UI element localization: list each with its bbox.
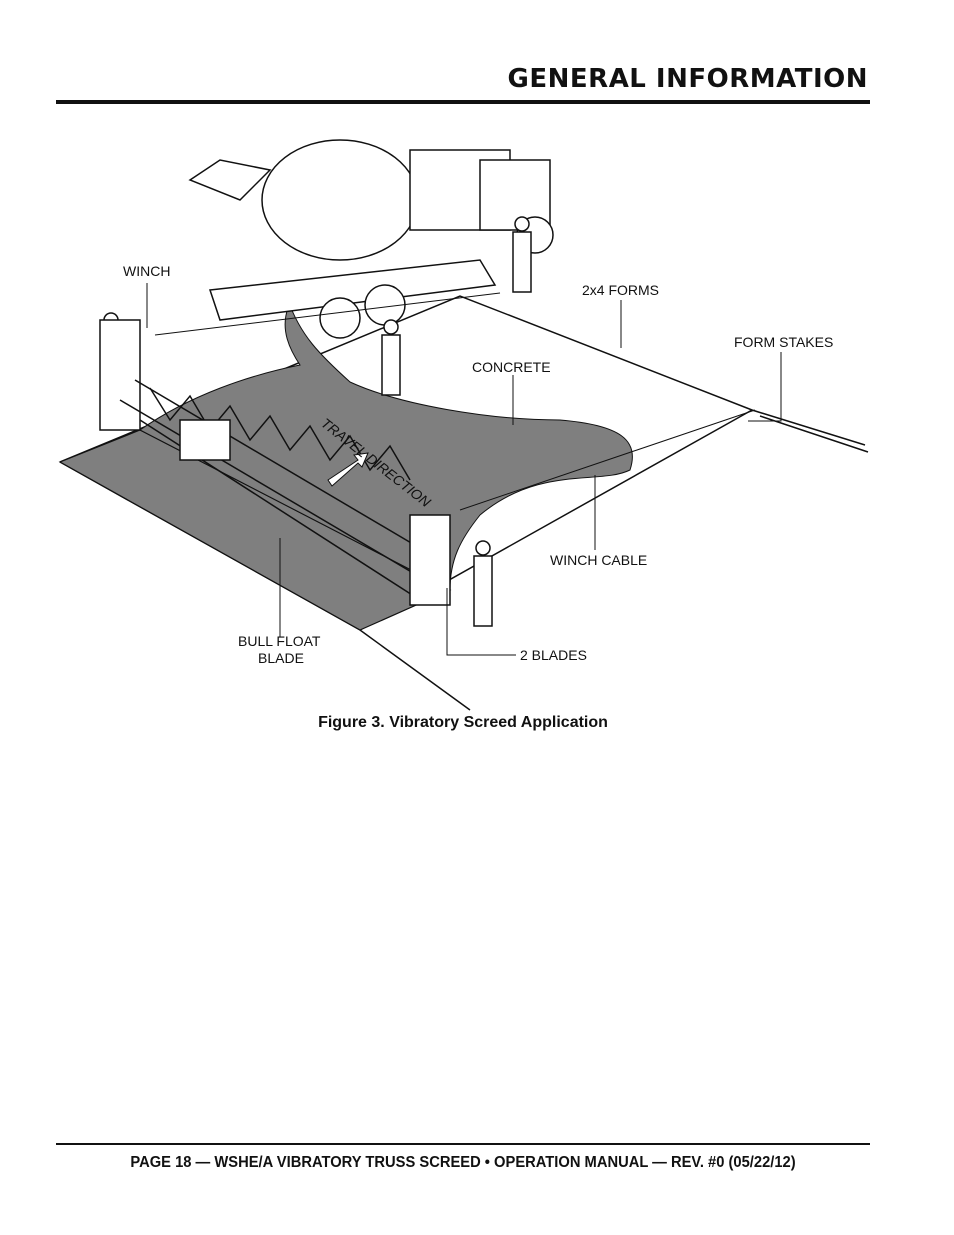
label-concrete: CONCRETE [472,359,551,375]
label-2-blades: 2 BLADES [520,647,587,663]
footer-rule [56,1143,870,1145]
label-bull-float-2: BLADE [258,650,304,666]
travel-direction-arrow [327,452,369,487]
label-winch: WINCH [123,263,170,279]
page-footer: PAGE 18 — WSHE/A VIBRATORY TRUSS SCREED … [130,1154,796,1171]
screed-illustration: TRAVEL DIRECTION WINCH 2x4 FORMS FORM ST… [58,139,869,711]
winch-cables [154,292,756,511]
screed-application-figure: TRAVEL DIRECTION WINCH 2x4 FORMS FORM ST… [40,120,920,720]
label-bull-float-1: BULL FLOAT [238,633,321,649]
mixer-truck [188,139,554,339]
header-rule [56,100,870,104]
leader-lines [146,283,782,656]
vibratory-truss-screed [99,319,451,606]
figure-caption: Figure 3. Vibratory Screed Application [318,714,608,731]
label-2x4-forms: 2x4 FORMS [582,282,659,298]
label-winch-cable: WINCH CABLE [550,552,647,568]
page-header-title: GENERAL INFORMATION [507,64,868,94]
label-form-stakes: FORM STAKES [734,334,833,350]
concrete-pour [139,283,633,591]
